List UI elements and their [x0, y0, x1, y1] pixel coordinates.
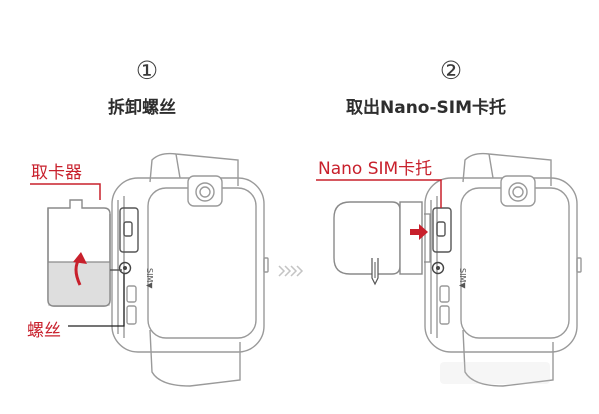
watermark-logo	[440, 362, 550, 384]
step-1-number: ①	[135, 56, 159, 85]
step-2-number: ②	[439, 56, 463, 85]
nano-sim-leader	[316, 179, 442, 208]
sim-tray	[333, 201, 431, 286]
step-1-title: 拆卸螺丝	[108, 98, 176, 118]
watch-left	[111, 152, 269, 387]
screw-leader	[68, 274, 125, 327]
rotate-arrow-icon	[73, 252, 87, 286]
watch-right	[424, 152, 582, 387]
card-tool-label: 取卡器	[31, 163, 82, 183]
sim-mark-left: SIM▼	[145, 268, 154, 289]
arrow-right-icon	[410, 224, 428, 240]
nano-sim-tray-label: Nano SIM卡托	[318, 159, 433, 179]
chevron-arrows-right-icon	[278, 265, 304, 277]
screw-label: 螺丝	[27, 321, 61, 341]
card-tool-leader	[30, 183, 101, 200]
card-tool	[47, 199, 122, 307]
step-2-title: 取出Nano-SIM卡托	[346, 98, 507, 118]
sim-mark-right: SIM▼	[458, 268, 467, 289]
